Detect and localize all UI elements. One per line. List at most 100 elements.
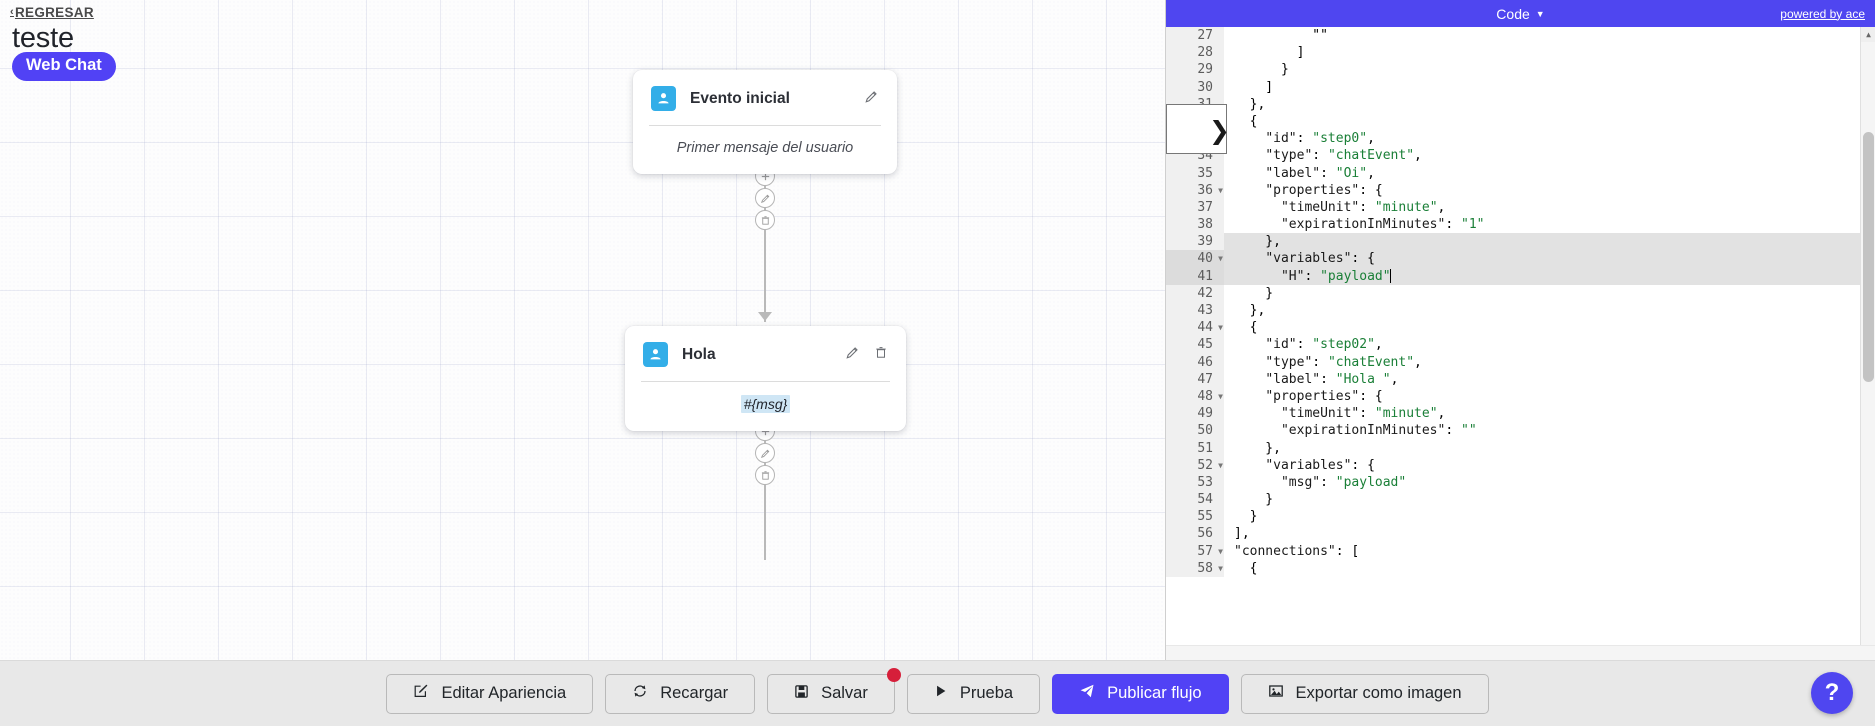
user-icon [643, 342, 668, 367]
code-line[interactable]: 32▼ { [1166, 112, 1860, 131]
code-line[interactable]: 52▼ "variables": { [1166, 456, 1860, 474]
code-line[interactable]: 34 "type": "chatEvent", [1166, 147, 1860, 165]
edit-icon[interactable] [845, 345, 860, 365]
editor-cursor-marker: ❯ [1166, 104, 1230, 154]
connector-delete-button-1[interactable] [755, 210, 775, 230]
code-line[interactable]: 29 } [1166, 61, 1860, 79]
delete-icon [761, 470, 769, 480]
code-line[interactable]: 35 "label": "Oi", [1166, 164, 1860, 182]
code-line-text: "variables": { [1265, 251, 1375, 267]
line-number: 27 [1166, 27, 1224, 45]
fold-arrow-icon[interactable]: ▼ [1218, 254, 1223, 264]
scrollbar-thumb[interactable] [1863, 132, 1874, 382]
code-line[interactable]: 31 }, [1166, 95, 1860, 113]
connector-edit-button-1[interactable] [755, 188, 775, 208]
publish-flow-button[interactable]: Publicar flujo [1052, 673, 1229, 714]
code-line-text: } [1234, 509, 1258, 525]
help-button[interactable]: ? [1811, 672, 1853, 714]
line-number: 46 [1166, 353, 1224, 371]
code-line-text: "variables": { [1265, 457, 1375, 473]
editor-vertical-scrollbar[interactable]: ▲ ▼ [1860, 27, 1875, 660]
editor-horizontal-scrollbar[interactable] [1166, 645, 1875, 660]
code-line-text: "connections": [ [1234, 543, 1360, 559]
flow-node-hola[interactable]: Hola [625, 326, 906, 431]
code-line-text: } [1234, 62, 1289, 78]
line-number: 51 [1166, 439, 1224, 457]
flow-canvas[interactable]: ‹ REGRESAR teste Web Chat [0, 0, 1165, 726]
flow-node-evento-inicial[interactable]: Evento inicial Primer mensaje del usuari… [633, 70, 897, 174]
code-line[interactable]: 37 "timeUnit": "minute", [1166, 198, 1860, 217]
line-number: 30 [1166, 78, 1224, 96]
fold-arrow-icon[interactable]: ▼ [1218, 185, 1223, 195]
code-line[interactable]: 45 "id": "step02", [1166, 336, 1860, 354]
code-line[interactable]: 46 "type": "chatEvent", [1166, 353, 1860, 371]
code-line[interactable]: 36▼ "properties": { [1166, 181, 1860, 199]
code-line[interactable]: 57▼"connections": [ [1166, 542, 1860, 560]
code-line-text: "type": "chatEvent", [1265, 148, 1422, 164]
code-line[interactable]: 54 } [1166, 491, 1860, 509]
test-button[interactable]: Prueba [906, 673, 1041, 714]
export-image-button[interactable]: Exportar como imagen [1240, 673, 1489, 714]
code-line[interactable]: 44▼ { [1166, 319, 1860, 337]
code-line[interactable]: 33 "id": "step0", [1166, 130, 1860, 148]
line-number: 29 [1166, 61, 1224, 79]
scroll-up-icon[interactable]: ▲ [1861, 27, 1875, 42]
line-number: 49 [1166, 405, 1224, 423]
code-lines: 27 ""28 ]29 }30 ]31 },32▼ {33 "id": "ste… [1166, 27, 1860, 577]
code-line-text: "properties": { [1265, 182, 1383, 198]
line-number: 55 [1166, 508, 1224, 526]
code-line[interactable]: 43 }, [1166, 302, 1860, 320]
code-line[interactable]: 48▼ "properties": { [1166, 387, 1860, 406]
code-line[interactable]: 28 ] [1166, 44, 1860, 62]
code-line[interactable]: 41 "H": "payload" [1166, 267, 1860, 285]
code-line-text: ], [1234, 526, 1250, 542]
editor-code-area[interactable]: 27 ""28 ]29 }30 ]31 },32▼ {33 "id": "ste… [1166, 27, 1875, 660]
code-line-text: ] [1234, 45, 1305, 61]
edit-icon [760, 449, 769, 458]
code-editor-panel[interactable]: Code ▼ powered by ace 27 ""28 ]29 }30 ]3… [1165, 0, 1875, 660]
code-line[interactable]: 42 } [1166, 284, 1860, 302]
fold-arrow-icon[interactable]: ▼ [1218, 546, 1223, 556]
fold-arrow-icon[interactable]: ▼ [1218, 460, 1223, 470]
save-button[interactable]: Salvar [767, 667, 901, 714]
delete-icon[interactable] [874, 345, 888, 365]
line-number: 41 [1166, 267, 1224, 285]
powered-by-ace-link[interactable]: powered by ace [1780, 6, 1865, 21]
fold-arrow-icon[interactable]: ▼ [1218, 323, 1223, 333]
code-line[interactable]: 51 }, [1166, 439, 1860, 457]
line-number: 56 [1166, 525, 1224, 543]
code-line[interactable]: 30 ] [1166, 78, 1860, 96]
fold-arrow-icon[interactable]: ▼ [1218, 563, 1223, 573]
code-line[interactable]: 53 "msg": "payload" [1166, 473, 1860, 492]
code-line[interactable]: 49 "timeUnit": "minute", [1166, 405, 1860, 423]
line-number: 47 [1166, 370, 1224, 388]
connector-edit-button-2[interactable] [755, 443, 775, 463]
line-number: 48▼ [1166, 387, 1224, 406]
editor-mode-dropdown[interactable]: Code ▼ [1496, 6, 1544, 22]
node-header: Evento inicial [633, 70, 897, 125]
edit-icon[interactable] [864, 89, 879, 109]
code-line[interactable]: 40▼ "variables": { [1166, 250, 1860, 268]
fold-arrow-icon[interactable]: ▼ [1218, 391, 1223, 401]
code-line[interactable]: 56], [1166, 525, 1860, 543]
reload-button[interactable]: Recargar [605, 673, 756, 714]
connector-arrow-1 [758, 312, 772, 321]
connector-delete-button-2[interactable] [755, 465, 775, 485]
back-link[interactable]: ‹ REGRESAR [10, 5, 94, 20]
node-body-text: Primer mensaje del usuario [676, 140, 854, 156]
edit-appearance-button[interactable]: Editar Apariencia [386, 673, 594, 714]
code-line[interactable]: 39 }, [1166, 233, 1860, 251]
code-line[interactable]: 55 } [1166, 508, 1860, 526]
code-line[interactable]: 27 "" [1166, 27, 1860, 45]
code-line[interactable]: 58▼ { [1166, 559, 1860, 577]
code-line[interactable]: 38 "expirationInMinutes": "1" [1166, 216, 1860, 234]
code-line-text: }, [1234, 234, 1281, 250]
line-number: 39 [1166, 233, 1224, 251]
node-title: Hola [682, 345, 716, 363]
line-number: 42 [1166, 284, 1224, 302]
code-line[interactable]: 47 "label": "Hola ", [1166, 370, 1860, 388]
node-actions [864, 89, 879, 109]
code-line[interactable]: 50 "expirationInMinutes": "" [1166, 422, 1860, 440]
edit-icon [760, 194, 769, 203]
